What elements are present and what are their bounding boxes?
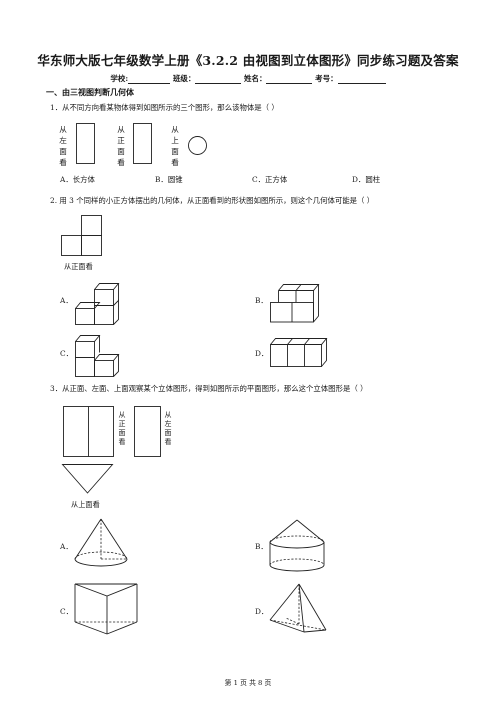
q2-option-a-cubes [75, 283, 120, 325]
q2-option-c: C． [60, 349, 74, 358]
q1-option-d: D．圆柱 [352, 175, 381, 184]
question-2-text: 2. 用 3 个同样的小正方体摆出的几何体，从正面看到的形状图如图所示，则这个几… [50, 196, 375, 205]
q3-option-a-cone [74, 518, 128, 567]
q3-option-a: A． [60, 542, 73, 551]
school-label: 学校: [110, 74, 129, 83]
question-3-text: 3．从正面、左面、上面观察某个立体图形，得到如图所示的平面图形，那么这个立体图形… [50, 384, 368, 393]
q1-front-view-rectangle [133, 123, 152, 164]
q2-option-b: B． [255, 296, 268, 305]
section-heading-1: 一、由三视图判断几何体 [46, 87, 134, 97]
class-blank [195, 75, 242, 84]
q3-option-c-triangular-prism [74, 583, 138, 635]
q3-front-view-label: 从正面看 [118, 411, 126, 446]
q3-option-d: D． [255, 607, 269, 616]
q3-option-d-triangular-pyramid [269, 583, 327, 633]
q1-option-b: B．圆锥 [155, 175, 183, 184]
name-label: 姓名： [243, 74, 267, 83]
q3-top-view-caption: 从上面看 [71, 500, 100, 509]
document-title: 华东师大版七年级数学上册《3.2.2 由视图到立体图形》同步练习题及答案 [37, 53, 459, 68]
q2-option-b-cubes [270, 284, 320, 323]
q1-left-view-label: 从左面看 [59, 125, 67, 167]
q1-top-view-label: 从上面看 [171, 125, 179, 167]
q3-front-view-figure [63, 406, 114, 457]
number-label: 考号： [315, 74, 338, 83]
q2-option-d: D． [255, 349, 269, 358]
q3-top-view-triangle [61, 464, 114, 494]
q3-left-view-label: 从左面看 [164, 411, 172, 446]
q1-top-view-circle [188, 136, 207, 155]
q3-option-c: C． [60, 607, 74, 616]
q1-left-view-rectangle [76, 123, 95, 164]
name-blank [266, 75, 313, 84]
number-blank [337, 75, 386, 84]
q2-front-view-caption: 从正面看 [64, 262, 93, 271]
q2-option-c-cubes [75, 335, 120, 377]
q1-option-a: A．长方体 [60, 175, 95, 184]
q1-option-c: C．正方体 [252, 175, 288, 184]
class-label: 班级： [172, 74, 196, 83]
q2-front-view-figure [61, 215, 102, 256]
q3-option-b-cone-on-cylinder [269, 519, 325, 572]
q3-option-b: B． [255, 542, 268, 551]
student-info-line: 学校: 班级： 姓名： 考号： [0, 73, 496, 84]
q3-left-view-figure [134, 406, 161, 457]
q1-front-view-label: 从正面看 [117, 125, 125, 167]
question-1-text: 1．从不同方向看某物体得到如图所示的三个图形，那么该物体是（ ） [50, 103, 279, 112]
page-footer: 第 1 页 共 8 页 [224, 679, 272, 687]
school-blank [128, 75, 171, 84]
q2-option-a: A． [60, 296, 73, 305]
q2-option-d-cubes [270, 338, 328, 367]
